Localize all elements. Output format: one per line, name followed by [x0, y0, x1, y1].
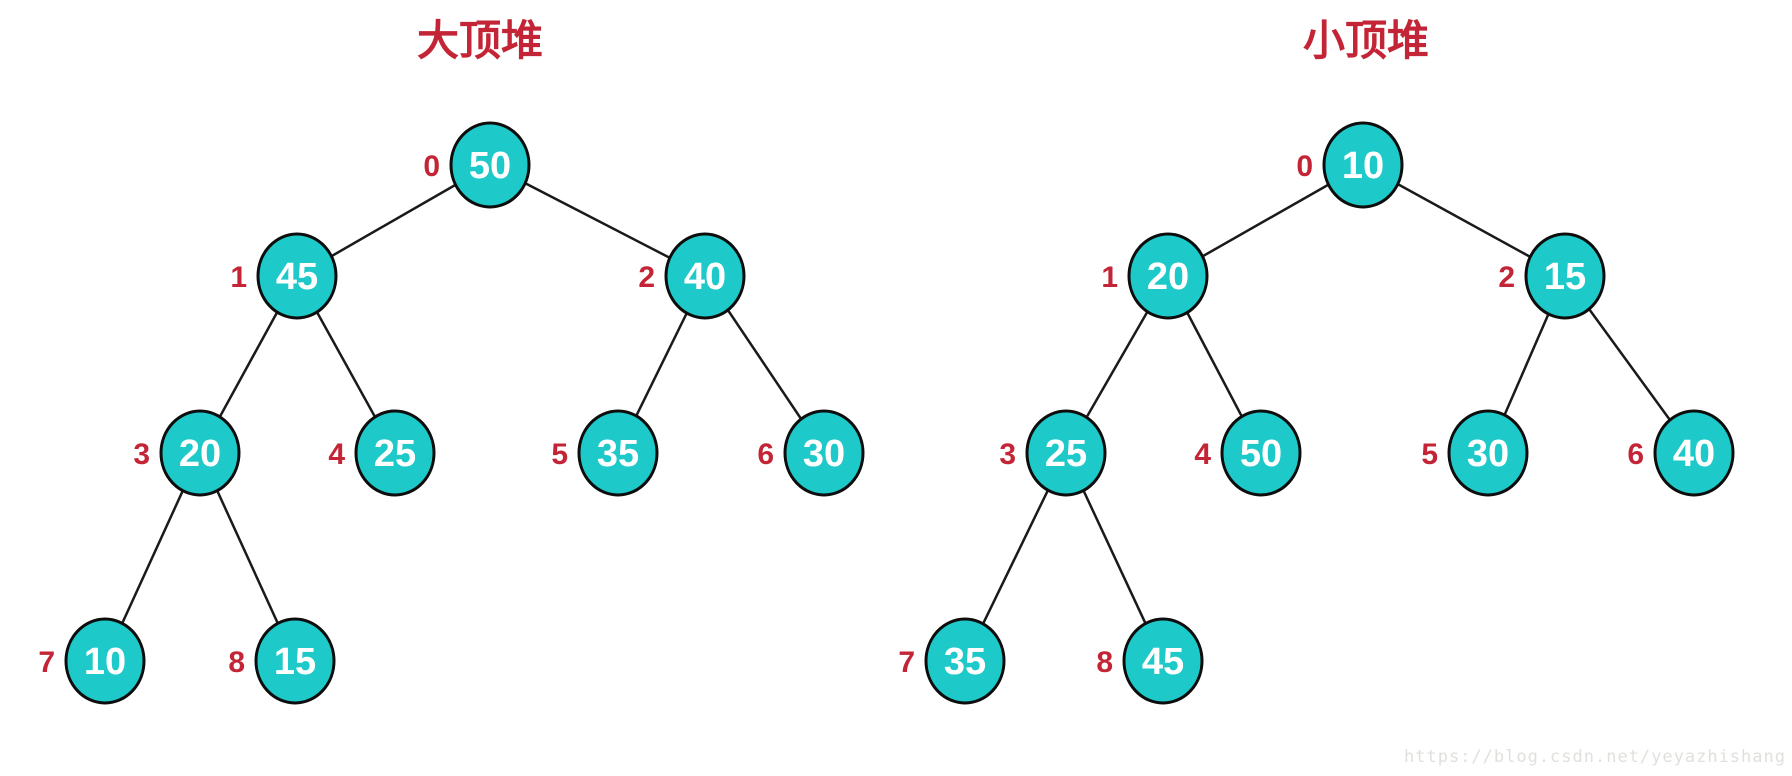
min-heap-node-5: 30 5: [1421, 409, 1529, 497]
node-circle: [1122, 617, 1204, 705]
min-heap-node-6: 40 6: [1627, 409, 1735, 497]
node-index-label: 3: [999, 438, 1016, 471]
node-circle: [256, 232, 338, 320]
node-circle: [64, 617, 146, 705]
node-index-label: 2: [638, 261, 655, 294]
node-circle: [1524, 232, 1606, 320]
max-heap-node-1: 45 1: [230, 232, 338, 320]
min-heap-node-2: 15 2: [1498, 232, 1606, 320]
node-circle: [1127, 232, 1209, 320]
node-value-label: 25: [1045, 433, 1087, 475]
node-value-label: 20: [179, 433, 221, 475]
tree-title-max-heap: 大顶堆: [417, 17, 543, 64]
node-circle: [577, 409, 659, 497]
node-value-label: 15: [274, 641, 316, 683]
node-circle: [1322, 121, 1404, 209]
node-value-label: 30: [1467, 433, 1509, 475]
node-value-label: 25: [374, 433, 416, 475]
min-heap-node-8: 45 8: [1096, 617, 1204, 705]
node-value-label: 15: [1544, 256, 1586, 298]
node-circle: [1025, 409, 1107, 497]
node-index-label: 4: [328, 438, 345, 471]
node-value-label: 35: [597, 433, 639, 475]
node-index-label: 8: [228, 646, 245, 679]
node-circle: [1653, 409, 1735, 497]
node-circle: [924, 617, 1006, 705]
node-index-label: 7: [898, 646, 915, 679]
node-index-label: 4: [1194, 438, 1211, 471]
node-circle: [783, 409, 865, 497]
node-value-label: 10: [84, 641, 126, 683]
tree-edges-layer: [103, 163, 1696, 662]
node-value-label: 50: [469, 145, 511, 187]
node-circle: [449, 121, 531, 209]
min-heap-node-0: 10 0: [1296, 121, 1404, 209]
max-heap-node-4: 25 4: [328, 409, 436, 497]
node-circle: [1220, 409, 1302, 497]
node-index-label: 0: [1296, 150, 1313, 183]
node-value-label: 40: [684, 256, 726, 298]
node-circle: [254, 617, 336, 705]
node-circle: [354, 409, 436, 497]
tree-title-min-heap: 小顶堆: [1303, 17, 1429, 64]
min-heap-node-4: 50 4: [1194, 409, 1302, 497]
node-index-label: 3: [133, 438, 150, 471]
node-value-label: 35: [944, 641, 986, 683]
node-value-label: 50: [1240, 433, 1282, 475]
node-index-label: 0: [423, 150, 440, 183]
min-heap-node-1: 20 1: [1101, 232, 1209, 320]
watermark-url: https://blog.csdn.net/yeyazhishang: [1404, 747, 1786, 767]
node-index-label: 5: [551, 438, 568, 471]
max-heap-node-5: 35 5: [551, 409, 659, 497]
max-heap-node-0: 50 0: [423, 121, 531, 209]
node-index-label: 2: [1498, 261, 1515, 294]
max-heap-node-2: 40 2: [638, 232, 746, 320]
max-heap-node-6: 30 6: [757, 409, 865, 497]
node-index-label: 5: [1421, 438, 1438, 471]
node-index-label: 7: [38, 646, 55, 679]
node-circle: [1447, 409, 1529, 497]
node-value-label: 10: [1342, 145, 1384, 187]
node-index-label: 8: [1096, 646, 1113, 679]
node-index-label: 6: [757, 438, 774, 471]
node-value-label: 45: [1142, 641, 1184, 683]
node-value-label: 40: [1673, 433, 1715, 475]
node-circle: [159, 409, 241, 497]
min-heap-node-7: 35 7: [898, 617, 1006, 705]
max-heap-node-7: 10 7: [38, 617, 146, 705]
min-heap-node-3: 25 3: [999, 409, 1107, 497]
node-value-label: 30: [803, 433, 845, 475]
node-value-label: 45: [276, 256, 318, 298]
max-heap-node-8: 15 8: [228, 617, 336, 705]
max-heap-node-3: 20 3: [133, 409, 241, 497]
node-circle: [664, 232, 746, 320]
node-index-label: 6: [1627, 438, 1644, 471]
node-value-label: 20: [1147, 256, 1189, 298]
node-index-label: 1: [230, 261, 247, 294]
node-index-label: 1: [1101, 261, 1118, 294]
